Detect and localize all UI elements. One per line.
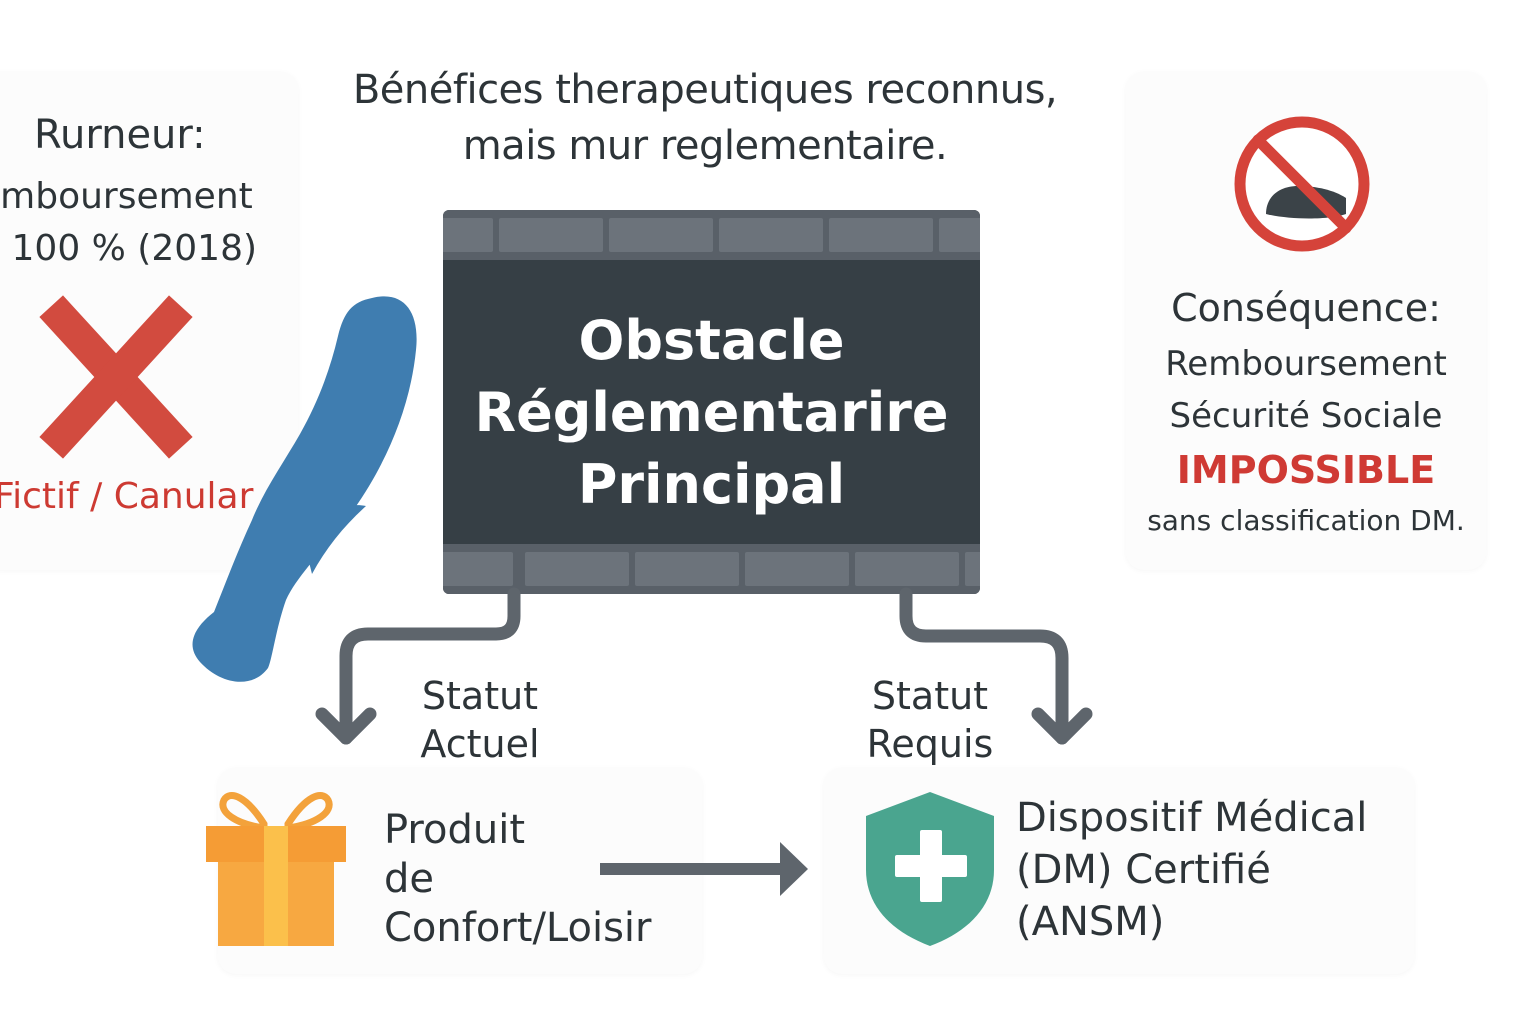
- obstacle-line-3: Principal: [577, 453, 846, 516]
- obstacle-block: Obstacle Réglementarire Principal: [443, 210, 980, 594]
- required-status-line-2: Requis: [866, 722, 994, 766]
- obstacle-line-2: Réglementarire: [474, 381, 949, 444]
- comfort-product-line-3: Confort/Loisir: [384, 905, 652, 951]
- rumor-title: Rurneur:: [34, 112, 206, 158]
- comfort-product-line-1: Produit: [384, 807, 525, 853]
- obstacle-top-rail: [443, 210, 980, 260]
- current-status-label: Statut Actuel: [410, 672, 550, 768]
- consequence-line-1: Remboursement: [1165, 344, 1447, 384]
- connector-to-required-status: [899, 587, 1093, 745]
- rumor-line-2: à 100 % (2018): [0, 228, 258, 269]
- obstacle-bottom-rail: [443, 544, 980, 594]
- current-status-line-1: Statut: [421, 674, 539, 718]
- comfort-product-text: Produit de Confort/Loisir: [384, 806, 651, 953]
- medical-shield-icon: [866, 792, 994, 946]
- obstacle-title: Obstacle Réglementarire Principal: [443, 305, 980, 521]
- headline-line-2: mais mur reglementaire.: [462, 123, 948, 169]
- rumor-verdict: Fictif / Canular: [0, 476, 254, 517]
- medical-device-text: Dispositif Médical (DM) Certifié (ANSM): [1016, 792, 1367, 948]
- connector-to-current-status: [315, 587, 521, 745]
- obstacle-line-1: Obstacle: [578, 309, 845, 372]
- transition-arrow: [600, 842, 808, 896]
- rumor-line-1: emboursement: [0, 176, 253, 217]
- medical-device-line-2: (DM) Certifié: [1016, 847, 1271, 893]
- current-status-line-2: Actuel: [420, 722, 540, 766]
- consequence-title: Conséquence:: [1171, 286, 1441, 330]
- prohibited-icon: [1234, 116, 1370, 252]
- consequence-highlight: IMPOSSIBLE: [1176, 448, 1436, 492]
- medical-device-line-3: (ANSM): [1016, 899, 1165, 945]
- headline-line-1: Bénéfices therapeutiques reconnus,: [352, 67, 1058, 113]
- consequence-line-3: sans classification DM.: [1147, 504, 1465, 537]
- required-status-line-1: Statut: [871, 674, 989, 718]
- gift-icon: [206, 792, 346, 946]
- headline: Bénéfices therapeutiques reconnus, mais …: [330, 62, 1080, 174]
- comfort-product-line-2: de: [384, 856, 434, 902]
- consequence-line-2: Sécurité Sociale: [1169, 396, 1443, 436]
- required-status-label: Statut Requis: [860, 672, 1000, 768]
- blue-product-shape: [192, 296, 417, 682]
- medical-device-line-1: Dispositif Médical: [1016, 795, 1368, 841]
- red-cross-icon: [39, 295, 193, 459]
